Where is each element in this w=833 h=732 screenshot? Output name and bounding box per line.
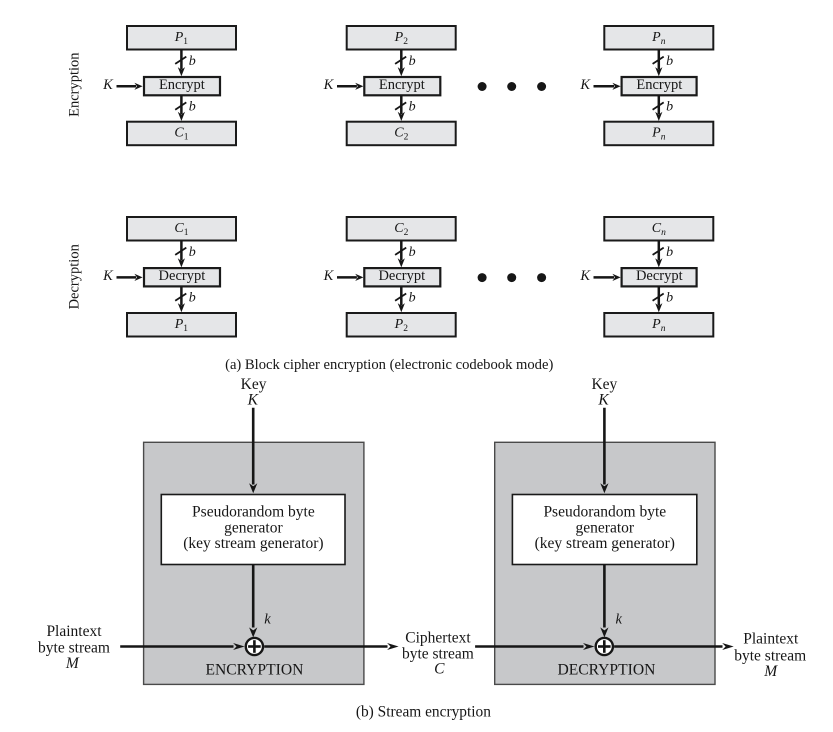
svg-text:Decryption: Decryption [67,243,83,309]
svg-text:Decrypt: Decrypt [378,268,425,284]
svg-text:b: b [189,54,196,69]
svg-text:b: b [189,245,196,260]
svg-text:Encrypt: Encrypt [159,77,205,93]
svg-text:K: K [102,77,114,93]
svg-text:b: b [666,100,673,115]
svg-text:C: C [434,661,445,678]
svg-text:Plaintext: Plaintext [743,630,799,647]
svg-text:b: b [666,54,673,69]
svg-text:b: b [409,291,416,306]
svg-text:b: b [666,245,673,260]
svg-text:Pseudorandom byte: Pseudorandom byte [192,503,315,520]
svg-text:K: K [597,391,609,408]
svg-text:b: b [189,291,196,306]
svg-text:(a) Block cipher encryption (e: (a) Block cipher encryption (electronic … [225,357,553,373]
svg-text:Decrypt: Decrypt [636,268,683,284]
svg-text:Decrypt: Decrypt [159,268,206,284]
svg-text:byte stream: byte stream [402,646,474,663]
svg-text:k: k [264,611,271,627]
svg-text:(key stream generator): (key stream generator) [535,535,675,552]
svg-text:generator: generator [224,519,283,536]
svg-text:(b) Stream encryption: (b) Stream encryption [356,703,491,720]
svg-text:Pseudorandom byte: Pseudorandom byte [543,503,666,520]
svg-text:byte stream: byte stream [38,639,110,656]
svg-text:K: K [579,77,591,93]
svg-text:K: K [579,268,591,284]
svg-text:Ciphertext: Ciphertext [405,629,471,646]
svg-text:M: M [65,655,80,672]
svg-text:byte stream: byte stream [734,647,806,664]
svg-text:Key: Key [591,376,617,393]
svg-text:Encrypt: Encrypt [379,77,425,93]
svg-text:DECRYPTION: DECRYPTION [557,661,655,678]
svg-text:Encrypt: Encrypt [636,77,682,93]
svg-text:b: b [189,100,196,115]
svg-text:Key: Key [241,376,267,393]
svg-text:b: b [409,245,416,260]
svg-text:Encryption: Encryption [67,52,83,117]
svg-text:K: K [323,268,335,284]
svg-text:K: K [323,77,335,93]
svg-text:b: b [409,54,416,69]
svg-text:k: k [616,611,623,627]
svg-text:Plaintext: Plaintext [46,623,102,640]
svg-text:(key stream generator): (key stream generator) [183,535,323,552]
svg-text:b: b [666,291,673,306]
svg-text:K: K [102,268,114,284]
svg-text:ENCRYPTION: ENCRYPTION [205,661,303,678]
svg-text:M: M [763,663,778,680]
svg-text:K: K [247,391,259,408]
svg-text:b: b [409,100,416,115]
svg-text:generator: generator [576,519,635,536]
